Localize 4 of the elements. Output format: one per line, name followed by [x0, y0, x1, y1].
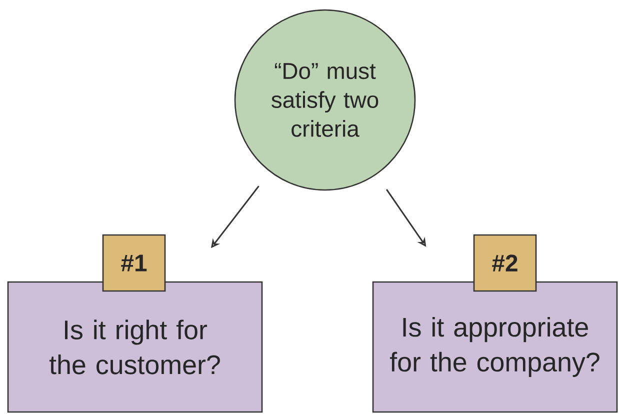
number-badge: #2 [473, 234, 537, 292]
question-box: Is it right for the customer? [7, 281, 263, 413]
number-badge: #1 [102, 234, 166, 292]
question-box: Is it appropriate for the company? [372, 281, 618, 413]
